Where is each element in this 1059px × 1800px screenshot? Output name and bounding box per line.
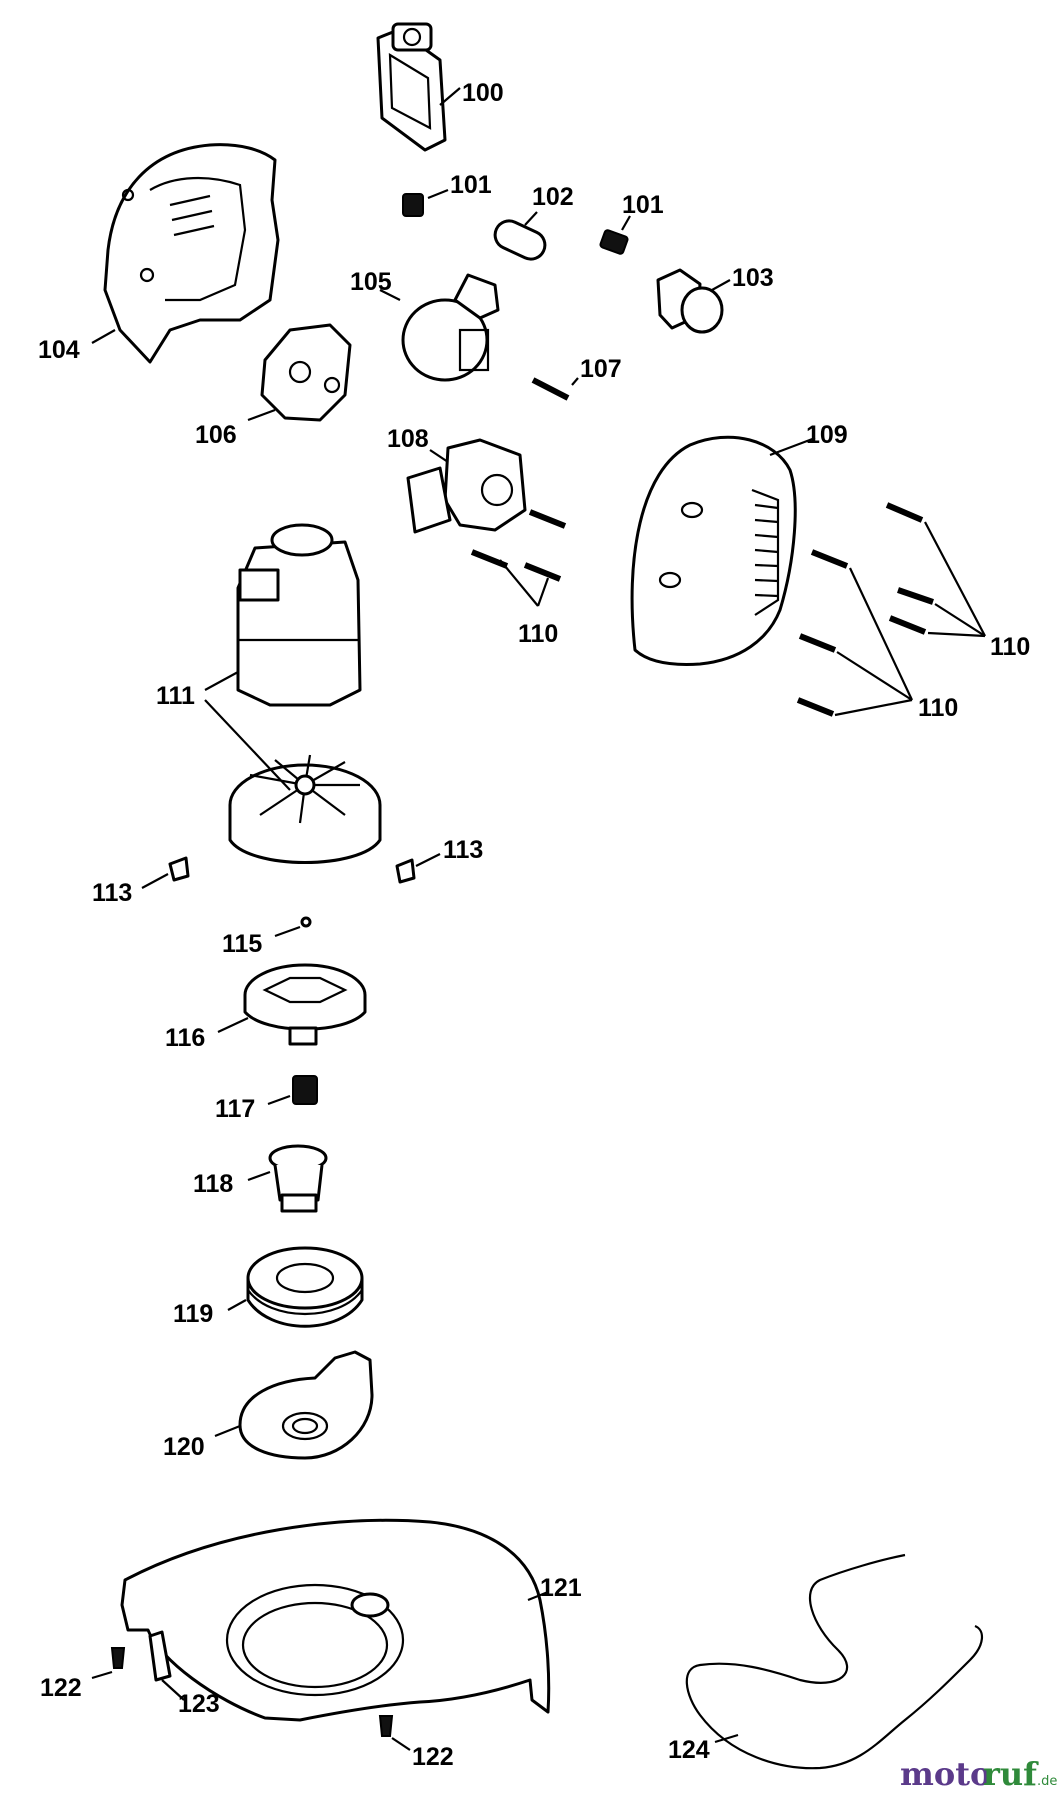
label-102: 102 xyxy=(532,183,574,211)
part-122-screw-left xyxy=(91,1647,126,1680)
label-101-left: 101 xyxy=(450,171,492,199)
label-109: 109 xyxy=(806,421,848,449)
part-104-housing-half xyxy=(91,143,280,364)
label-108: 108 xyxy=(387,425,429,453)
label-103: 103 xyxy=(732,264,774,292)
label-115: 115 xyxy=(222,930,262,958)
part-124-wire-bow xyxy=(685,1553,983,1770)
part-123-plate xyxy=(148,1630,185,1701)
part-120-spool-cover xyxy=(214,1350,374,1460)
label-110-lower: 110 xyxy=(918,694,958,722)
part-110-screws-lower xyxy=(796,549,913,717)
label-113-right: 113 xyxy=(443,836,483,864)
label-124: 124 xyxy=(668,1736,710,1764)
part-115-ball xyxy=(274,916,312,938)
part-116-spool-holder xyxy=(217,963,367,1046)
label-100: 100 xyxy=(462,79,504,107)
part-113-clip-right xyxy=(395,853,441,884)
part-122-screw-bottom xyxy=(378,1715,411,1751)
watermark-suffix: .de xyxy=(1037,1774,1057,1789)
part-102-button xyxy=(493,211,547,261)
lead-111-motor xyxy=(204,671,239,691)
label-118: 118 xyxy=(193,1170,233,1198)
part-103-knob xyxy=(656,268,731,334)
part-117-spring xyxy=(267,1075,318,1106)
label-105: 105 xyxy=(350,268,392,296)
label-101-right: 101 xyxy=(622,191,664,219)
watermark-logo: moto ruf .de xyxy=(900,1755,1057,1793)
part-108-switch-housing xyxy=(406,438,527,534)
part-107-pin xyxy=(531,377,579,401)
part-101-spring-left xyxy=(402,188,449,217)
part-105-switch-barrel xyxy=(379,273,500,382)
label-110-right: 110 xyxy=(990,633,1030,661)
part-111-fan xyxy=(228,754,382,864)
label-107: 107 xyxy=(580,355,622,383)
watermark-part1: moto xyxy=(900,1755,991,1793)
label-111: 111 xyxy=(156,682,195,710)
part-110-screws-center xyxy=(470,509,567,607)
label-113-left: 113 xyxy=(92,879,132,907)
part-110-screws-right xyxy=(885,502,986,638)
part-100-switch-frame xyxy=(376,22,461,152)
label-122-left: 122 xyxy=(40,1674,82,1702)
label-122-bottom: 122 xyxy=(412,1743,454,1771)
label-120: 120 xyxy=(163,1433,205,1461)
part-119-spool xyxy=(227,1246,364,1328)
part-118-adapter xyxy=(247,1144,328,1213)
part-109-motor-cover xyxy=(630,435,816,666)
label-110-center: 110 xyxy=(518,620,558,648)
label-104: 104 xyxy=(38,336,80,364)
label-123: 123 xyxy=(178,1690,220,1718)
watermark-part2: ruf xyxy=(983,1755,1039,1793)
part-106-bracket xyxy=(247,323,352,422)
label-106: 106 xyxy=(195,421,237,449)
part-101-spring-right xyxy=(599,215,631,255)
lead-111-fan xyxy=(204,699,291,791)
label-116: 116 xyxy=(165,1024,205,1052)
part-113-clip-left xyxy=(141,856,190,889)
label-121: 121 xyxy=(540,1574,582,1602)
part-111-motor xyxy=(236,523,362,707)
label-117: 117 xyxy=(215,1095,255,1123)
label-119: 119 xyxy=(173,1300,213,1328)
part-121-guard xyxy=(120,1518,551,1722)
